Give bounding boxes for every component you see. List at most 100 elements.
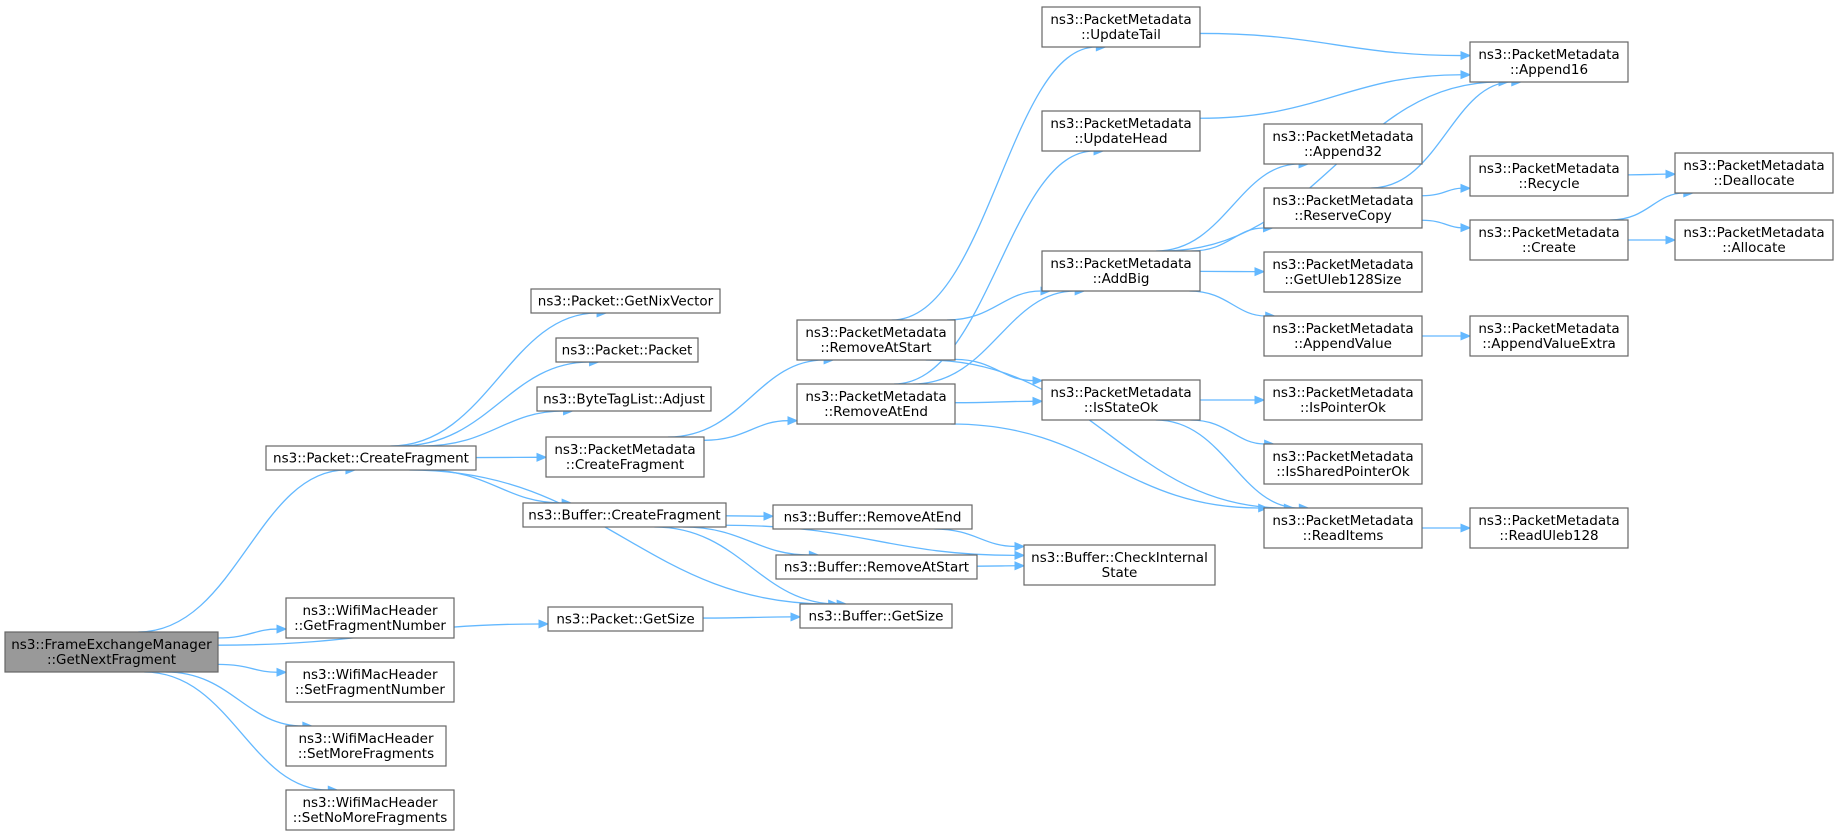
node-pkt-packet[interactable]: ns3::Packet::Packet — [555, 337, 699, 363]
node-box[interactable] — [1469, 219, 1629, 261]
edge-pm_removeatend-to-pm_isstateok — [954, 400, 1034, 404]
node-box[interactable] — [1263, 251, 1423, 293]
node-box[interactable] — [772, 504, 973, 530]
arrowhead-pm_reservecopy-to-pm_create — [1460, 223, 1472, 233]
edge-root-to-wmh_setfragnum — [217, 663, 278, 673]
edge-pkt_getsize-to-buf_getsize — [702, 616, 792, 619]
node-pkt-getsize[interactable]: ns3::Packet::GetSize — [547, 606, 704, 632]
node-box[interactable] — [285, 789, 455, 831]
node-pm-removeatend[interactable]: ns3::PacketMetadata::RemoveAtEnd — [796, 383, 956, 425]
node-box[interactable] — [796, 383, 956, 425]
node-pm-append16[interactable]: ns3::PacketMetadata::Append16 — [1469, 41, 1629, 83]
node-pm-getuleb[interactable]: ns3::PacketMetadata::GetUleb128Size — [1263, 251, 1423, 293]
node-box[interactable] — [1469, 155, 1629, 197]
node-pm-appendvalueextra[interactable]: ns3::PacketMetadata::AppendValueExtra — [1469, 315, 1629, 357]
node-box[interactable] — [1263, 123, 1423, 165]
node-box[interactable] — [1263, 379, 1423, 421]
node-box[interactable] — [1263, 315, 1423, 357]
node-box[interactable] — [4, 631, 219, 673]
node-buf-removeatstart[interactable]: ns3::Buffer::RemoveAtStart — [775, 554, 978, 580]
node-pm-create[interactable]: ns3::PacketMetadata::Create — [1469, 219, 1629, 261]
node-label-line: ns3::PacketMetadata — [1272, 513, 1413, 529]
node-box[interactable] — [530, 288, 721, 314]
arrowhead-buf_createfrag-to-buf_checkinternal — [1014, 550, 1026, 560]
node-label-line: ::Deallocate — [1713, 173, 1794, 189]
node-pm-allocate[interactable]: ns3::PacketMetadata::Allocate — [1674, 219, 1834, 261]
node-pkt-createfrag[interactable]: ns3::Packet::CreateFragment — [265, 445, 477, 471]
node-box[interactable] — [796, 319, 956, 361]
node-btl-adjust[interactable]: ns3::ByteTagList::Adjust — [536, 386, 712, 412]
node-box[interactable] — [799, 603, 953, 629]
node-wmh-setfragnum[interactable]: ns3::WifiMacHeader::SetFragmentNumber — [285, 661, 455, 703]
node-box[interactable] — [1023, 544, 1216, 586]
node-pm-issharedptrok[interactable]: ns3::PacketMetadata::IsSharedPointerOk — [1263, 443, 1423, 485]
node-box[interactable] — [285, 725, 447, 767]
node-pm-appendvalue[interactable]: ns3::PacketMetadata::AppendValue — [1263, 315, 1423, 357]
node-box[interactable] — [1041, 379, 1201, 421]
node-buf-getsize[interactable]: ns3::Buffer::GetSize — [799, 603, 953, 629]
node-box[interactable] — [285, 661, 455, 703]
edge-pm_create-to-pm_deallocate — [1610, 192, 1684, 221]
node-box[interactable] — [1469, 507, 1629, 549]
node-label-line: ns3::PacketMetadata — [1272, 193, 1413, 209]
node-label-line: ns3::PacketMetadata — [1050, 12, 1191, 28]
node-pm-removeatstart[interactable]: ns3::PacketMetadata::RemoveAtStart — [796, 319, 956, 361]
edge-pkt_createfrag-to-pkt_packet — [399, 361, 590, 447]
node-box[interactable] — [545, 436, 705, 478]
edge-pm_reservecopy-to-pm_recycle — [1421, 187, 1462, 197]
node-box[interactable] — [1263, 507, 1423, 549]
arrowhead-pm_readitems-to-pm_readuleb — [1460, 523, 1472, 533]
node-box[interactable] — [1041, 6, 1201, 48]
arrowhead-pm_create-to-pm_allocate — [1665, 235, 1677, 245]
node-label-line: ::ReadItems — [1303, 528, 1384, 544]
node-box[interactable] — [775, 554, 978, 580]
edge-pm_removeatstart-to-pm_readitems — [925, 359, 1285, 509]
node-label-line: ns3::PacketMetadata — [1050, 116, 1191, 132]
node-box[interactable] — [1041, 110, 1201, 152]
node-pm-ispointerok[interactable]: ns3::PacketMetadata::IsPointerOk — [1263, 379, 1423, 421]
node-label-line: ::GetNextFragment — [47, 652, 176, 668]
node-pm-isstateok[interactable]: ns3::PacketMetadata::IsStateOk — [1041, 379, 1201, 421]
node-box[interactable] — [547, 606, 704, 632]
node-box[interactable] — [1674, 152, 1834, 194]
node-box[interactable] — [265, 445, 477, 471]
node-pm-deallocate[interactable]: ns3::PacketMetadata::Deallocate — [1674, 152, 1834, 194]
node-box[interactable] — [1263, 443, 1423, 485]
node-label-line: ::AppendValueExtra — [1482, 336, 1616, 352]
node-pm-readuleb[interactable]: ns3::PacketMetadata::ReadUleb128 — [1469, 507, 1629, 549]
node-box[interactable] — [1041, 250, 1201, 292]
edge-pm_removeatstart-to-pm_updatetail — [891, 46, 1097, 321]
node-label-line: ns3::WifiMacHeader — [302, 667, 438, 683]
arrowhead-pm_recycle-to-pm_deallocate — [1665, 169, 1677, 179]
node-box[interactable] — [1674, 219, 1834, 261]
node-label-line: ::CreateFragment — [566, 457, 684, 473]
node-pm-updatehead[interactable]: ns3::PacketMetadata::UpdateHead — [1041, 110, 1201, 152]
node-pm-updatetail[interactable]: ns3::PacketMetadata::UpdateTail — [1041, 6, 1201, 48]
node-label-line: ns3::PacketMetadata — [805, 389, 946, 405]
node-box[interactable] — [555, 337, 699, 363]
node-root[interactable]: ns3::FrameExchangeManager::GetNextFragme… — [4, 631, 219, 673]
node-wmh-getfragnum[interactable]: ns3::WifiMacHeader::GetFragmentNumber — [285, 597, 455, 639]
node-wmh-setnomore[interactable]: ns3::WifiMacHeader::SetNoMoreFragments — [285, 789, 455, 831]
node-box[interactable] — [1469, 315, 1629, 357]
node-box[interactable] — [285, 597, 455, 639]
arrowhead-pm_removeatend-to-pm_isstateok — [1032, 396, 1044, 406]
node-pm-createfrag[interactable]: ns3::PacketMetadata::CreateFragment — [545, 436, 705, 478]
node-pm-recycle[interactable]: ns3::PacketMetadata::Recycle — [1469, 155, 1629, 197]
node-pm-addbig[interactable]: ns3::PacketMetadata::AddBig — [1041, 250, 1201, 292]
node-buf-createfrag[interactable]: ns3::Buffer::CreateFragment — [522, 502, 727, 528]
node-pm-append32[interactable]: ns3::PacketMetadata::Append32 — [1263, 123, 1423, 165]
arrowhead-pm_updatehead-to-pm_append16 — [1460, 70, 1472, 80]
node-buf-removeatend[interactable]: ns3::Buffer::RemoveAtEnd — [772, 504, 973, 530]
node-label-line: ::AppendValue — [1294, 336, 1392, 352]
node-pm-reservecopy[interactable]: ns3::PacketMetadata::ReserveCopy — [1263, 187, 1423, 229]
node-box[interactable] — [1469, 41, 1629, 83]
node-wmh-setmore[interactable]: ns3::WifiMacHeader::SetMoreFragments — [285, 725, 447, 767]
node-box[interactable] — [536, 386, 712, 412]
node-box[interactable] — [522, 502, 727, 528]
node-box[interactable] — [1263, 187, 1423, 229]
arrowhead-pm_isstateok-to-pm_ispointerok — [1254, 395, 1266, 405]
node-pm-readitems[interactable]: ns3::PacketMetadata::ReadItems — [1263, 507, 1423, 549]
node-pkt-getnix[interactable]: ns3::Packet::GetNixVector — [530, 288, 721, 314]
